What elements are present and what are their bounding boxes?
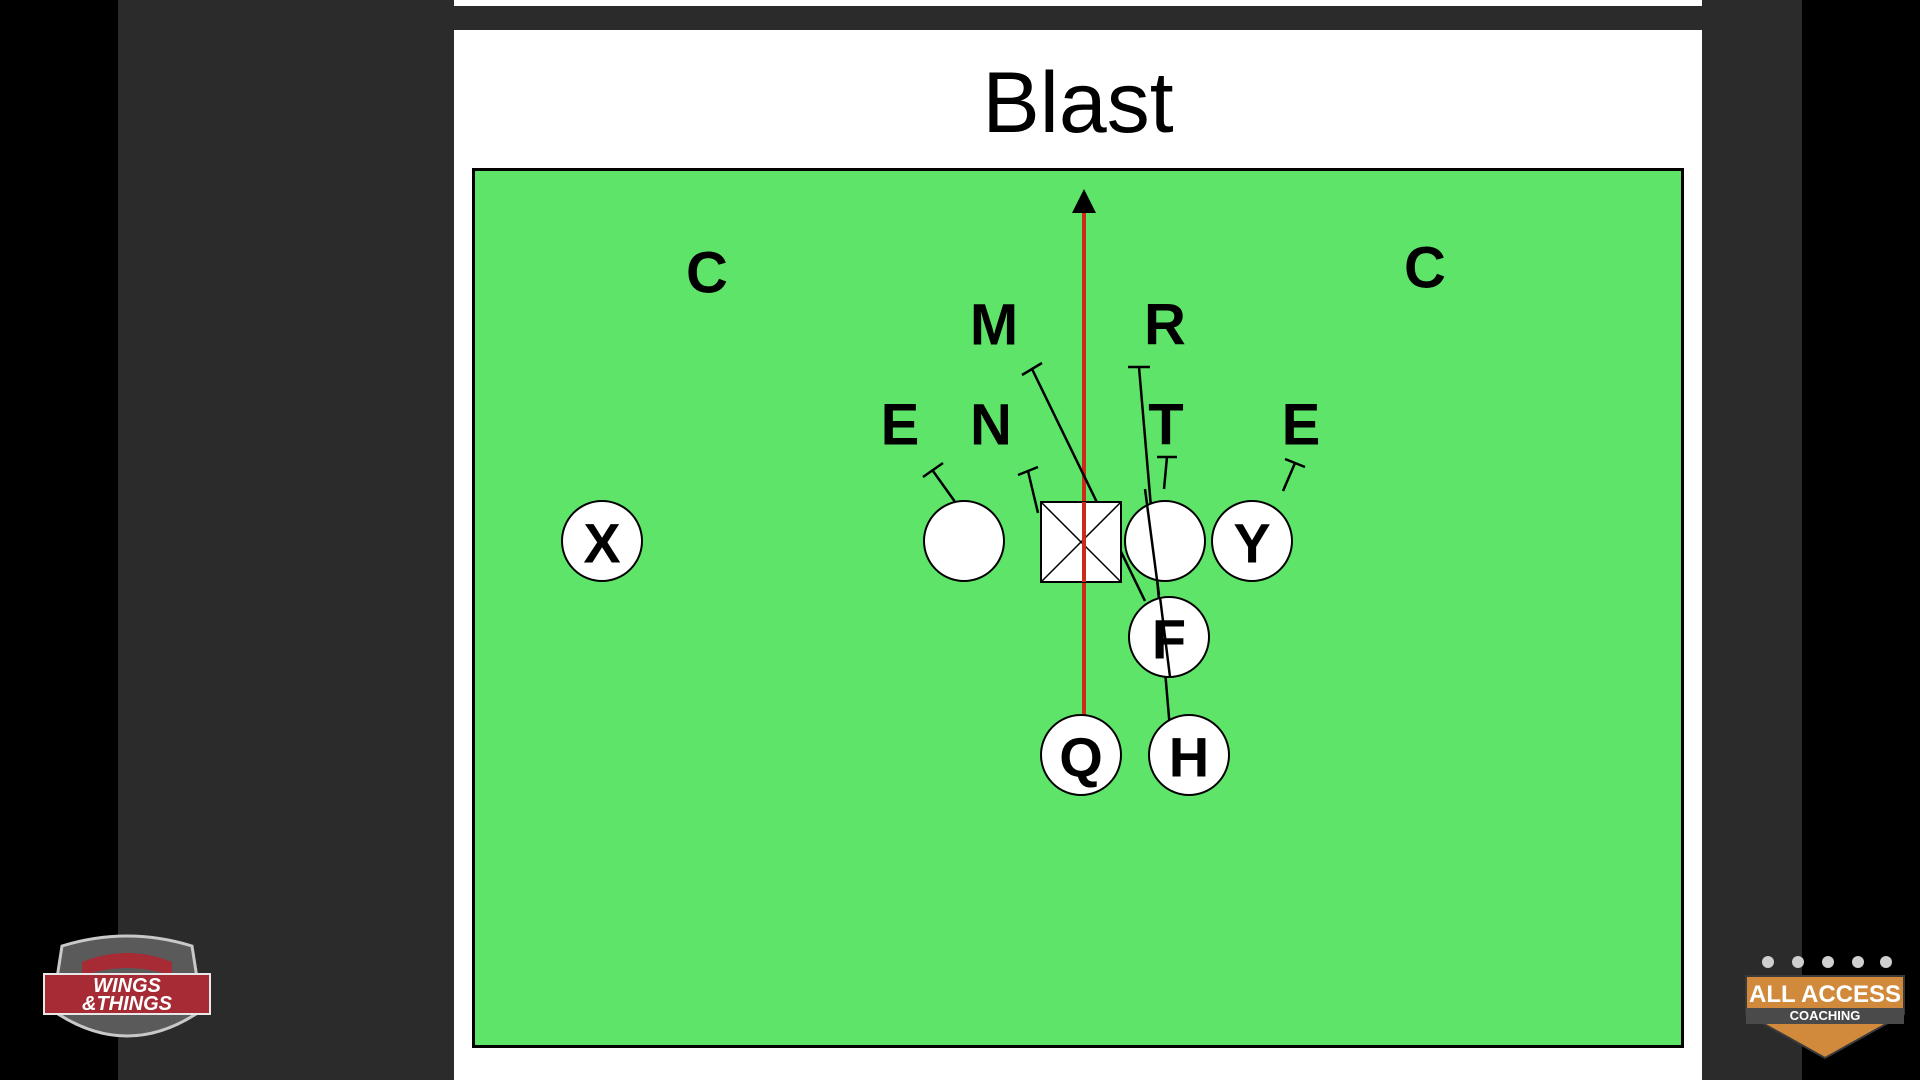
end-left-label: E: [881, 393, 920, 458]
logo-right-line2: COACHING: [1790, 1008, 1861, 1023]
rover-label: R: [1144, 293, 1186, 358]
run-path-arrowhead: [1072, 189, 1096, 213]
previous-slide-edge: [454, 0, 1702, 6]
x-receiver-marker: [561, 500, 643, 582]
left-guard-marker: [923, 500, 1005, 582]
left-letterbox: [0, 0, 118, 1080]
halfback-marker: [1148, 714, 1230, 796]
logo-left-line2: &THINGS: [82, 993, 173, 1015]
logo-right-line1: ALL ACCESS: [1749, 981, 1901, 1008]
end-right-label: E: [1282, 393, 1321, 458]
halfback-block-overlay: [1158, 596, 1172, 678]
halfback-block-overlay: [1143, 488, 1161, 596]
right-guard-marker: [1124, 500, 1206, 582]
all-access-coaching-logo: ALL ACCESS COACHING: [1740, 950, 1910, 1062]
tackle-label: T: [1148, 393, 1183, 458]
play-diagram: C C M R E N T E X Y: [561, 189, 1446, 796]
fullback-label: F: [1152, 608, 1186, 671]
logo-left-line1: WINGS: [93, 975, 161, 997]
football-field: C C M R E N T E X Y: [472, 168, 1684, 1048]
quarterback-marker: [1040, 714, 1122, 796]
corner-left-label: C: [686, 241, 728, 306]
mike-linebacker-label: M: [970, 293, 1018, 358]
quarterback-label: Q: [1059, 726, 1103, 789]
corner-right-label: C: [1404, 236, 1446, 301]
right-letterbox: [1802, 0, 1920, 1080]
wings-and-things-logo: WINGS &THINGS: [42, 932, 212, 1050]
nose-label: N: [970, 393, 1012, 458]
y-end-label: Y: [1233, 512, 1270, 575]
slide-title: Blast: [982, 55, 1174, 151]
x-receiver-label: X: [583, 512, 620, 575]
slide: Blast: [454, 30, 1702, 1080]
halfback-label: H: [1169, 726, 1209, 789]
video-stage: Blast: [118, 0, 1802, 1080]
center-x-mark: [1040, 501, 1122, 583]
y-end-marker: [1211, 500, 1293, 582]
